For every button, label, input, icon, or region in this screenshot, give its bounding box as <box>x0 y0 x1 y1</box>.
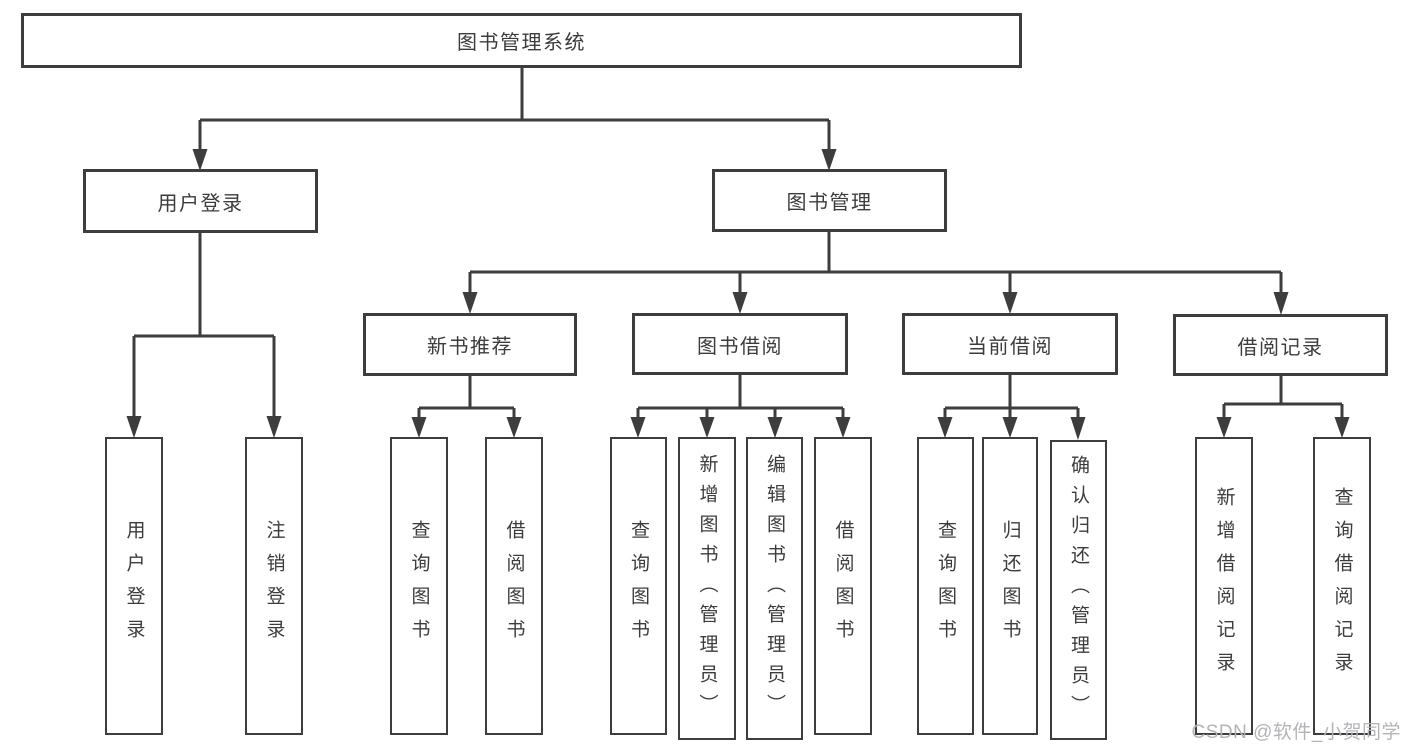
arrowhead-icon <box>1273 292 1289 315</box>
leaf-label: 查询图书 <box>628 520 649 652</box>
arrowhead-icon <box>462 292 478 314</box>
leaf-label: 借阅图书 <box>503 520 525 652</box>
node-user-login: 用户登录 <box>83 169 318 233</box>
leaf-edit-books-admin: 编辑图书（管理员） <box>746 437 803 740</box>
node-book-borrow: 图书借阅 <box>632 313 848 375</box>
leaf-add-books-admin: 新增图书（管理员） <box>678 437 736 740</box>
arrowhead-icon <box>1334 417 1350 438</box>
arrowhead-icon <box>699 417 715 438</box>
leaf-borrow-books-recommend: 借阅图书 <box>485 437 543 735</box>
leaf-query-borrow-record: 查询借阅记录 <box>1313 437 1371 735</box>
leaf-label: 确认归还（管理员） <box>1068 455 1089 725</box>
leaf-query-books-current: 查询图书 <box>917 437 974 735</box>
leaf-label: 编辑图书（管理员） <box>764 453 785 724</box>
connector-userlogin-children <box>132 233 276 417</box>
leaf-query-books-recommend: 查询图书 <box>390 437 448 735</box>
leaf-confirm-return-admin: 确认归还（管理员） <box>1050 440 1107 740</box>
leaf-query-books-borrow: 查询图书 <box>610 437 667 735</box>
arrowheads-userlogin <box>126 416 282 438</box>
connector-root-to-level2 <box>198 66 831 150</box>
arrowhead-icon <box>732 292 748 314</box>
leaf-user-login: 用户登录 <box>105 437 163 735</box>
connector-borrowrecords-children <box>1222 376 1344 418</box>
node-new-book-recommend: 新书推荐 <box>363 313 577 376</box>
arrowhead-icon <box>126 416 142 438</box>
leaf-label: 查询图书 <box>408 520 430 652</box>
leaf-label: 查询图书 <box>935 520 956 652</box>
arrowhead-icon <box>1070 417 1086 440</box>
leaf-label: 借阅图书 <box>832 520 854 652</box>
connector-currentborrow-children <box>943 375 1080 418</box>
leaf-label: 注销登录 <box>263 520 285 652</box>
leaf-return-books: 归还图书 <box>982 437 1038 735</box>
leaf-borrow-books: 借阅图书 <box>814 437 872 735</box>
arrowhead-icon <box>192 149 208 171</box>
node-current-borrow: 当前借阅 <box>902 313 1118 375</box>
arrowhead-icon <box>821 149 837 171</box>
csdn-watermark: CSDN @软件_小贺同学 <box>1191 722 1401 743</box>
leaf-label: 查询借阅记录 <box>1331 487 1353 685</box>
arrowhead-icon <box>937 417 953 438</box>
leaf-logout: 注销登录 <box>245 437 303 735</box>
arrowhead-icon <box>411 417 427 438</box>
leaf-label: 用户登录 <box>123 520 145 652</box>
arrowhead-icon <box>767 417 783 438</box>
arrowhead-icon <box>506 417 522 438</box>
arrowhead-icon <box>1216 417 1232 438</box>
leaf-label: 新增借阅记录 <box>1213 487 1235 685</box>
arrowheads-level3 <box>462 292 1289 315</box>
leaf-label: 新增图书（管理员） <box>696 453 718 724</box>
node-book-management: 图书管理 <box>712 169 947 232</box>
leaf-add-borrow-record: 新增借阅记录 <box>1195 437 1253 735</box>
arrowheads-borrowrecords <box>1216 417 1350 438</box>
arrowheads-level2 <box>192 149 837 171</box>
arrowheads-newbookrec <box>411 417 522 438</box>
arrowhead-icon <box>1002 417 1018 438</box>
connector-bookmgmt-to-level3 <box>468 232 1283 293</box>
node-library-system: 图书管理系统 <box>21 13 1022 68</box>
leaf-label: 归还图书 <box>999 520 1021 652</box>
arrowhead-icon <box>630 417 646 438</box>
arrowheads-currentborrow <box>937 417 1086 440</box>
arrowhead-icon <box>266 416 282 438</box>
arrowhead-icon <box>1002 292 1018 314</box>
node-borrow-records: 借阅记录 <box>1173 314 1388 376</box>
connector-bookborrow-children <box>636 375 845 418</box>
arrowheads-bookborrow <box>630 417 851 438</box>
arrowhead-icon <box>835 417 851 438</box>
connector-newbookrec-children <box>417 376 516 418</box>
